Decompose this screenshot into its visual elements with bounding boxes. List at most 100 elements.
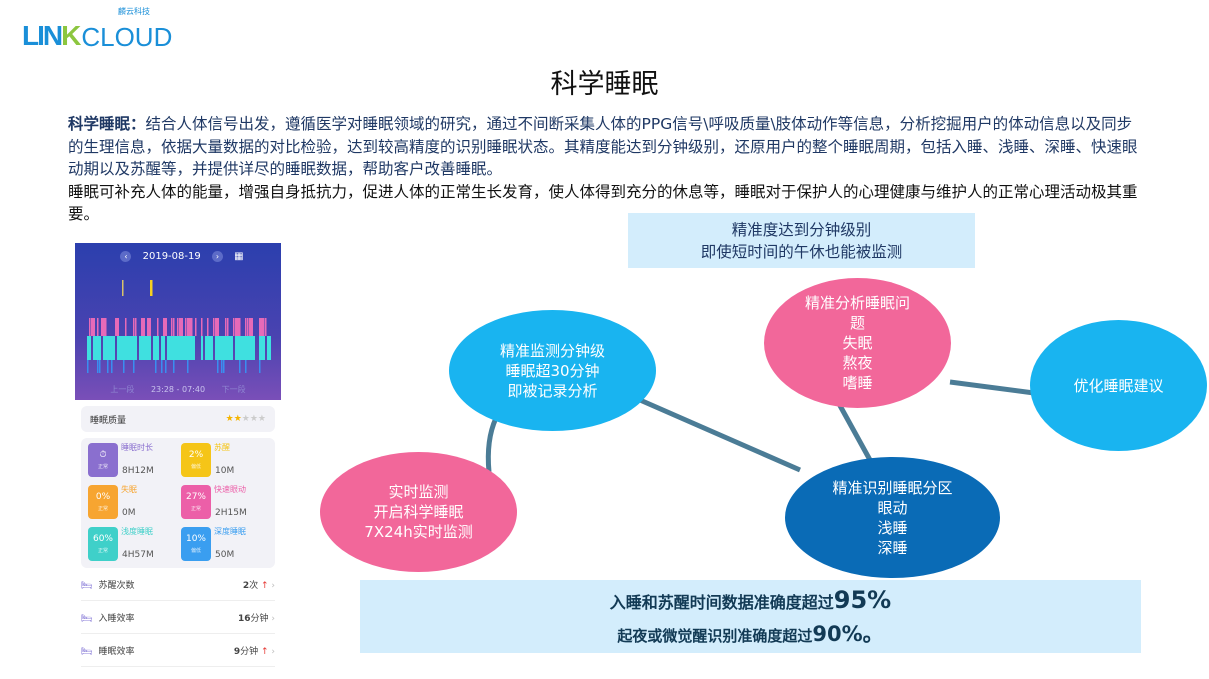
connector-line <box>835 400 873 462</box>
rem-bar <box>177 318 179 336</box>
logo: LINK CLOUD 麟云科技 <box>22 7 173 52</box>
sleep-quality-row[interactable]: 睡眠质量 ★★★★★ <box>81 406 275 432</box>
bubble-line: 睡眠超30分钟 <box>505 361 600 380</box>
prev-segment-button[interactable]: 上一段 <box>110 385 135 394</box>
stat-badge: 60%正常 <box>88 527 118 561</box>
light-sleep-bar <box>163 336 165 360</box>
bubble-line: 精准分析睡眠问 <box>804 294 910 312</box>
stat-status: 正常 <box>97 506 108 512</box>
bubble-line: 浅睡 <box>877 518 908 537</box>
rem-bar <box>105 318 107 336</box>
light-sleep-bar <box>131 336 133 360</box>
rem-bar <box>143 318 145 336</box>
stat-percent: 27% <box>185 492 206 502</box>
light-sleep-bar <box>117 336 119 360</box>
connector-line <box>485 416 499 473</box>
light-sleep-bar <box>145 336 147 360</box>
light-sleep-bar <box>135 336 137 360</box>
stat-name: 浅度睡眠 <box>121 527 153 536</box>
light-sleep-bar <box>247 336 249 360</box>
rem-bar <box>259 318 263 336</box>
deep-sleep-bar <box>97 360 99 373</box>
stat-value: 4H57M <box>122 550 154 560</box>
light-sleep-bar <box>209 336 211 360</box>
chevron-right-icon: › <box>271 580 275 591</box>
sleep-stat-tile[interactable]: 60%正常浅度睡眠 4H57M <box>88 527 175 563</box>
bubble-line: 7X24h实时监测 <box>364 523 473 541</box>
date-label: 2019-08-19 <box>142 251 201 262</box>
next-segment-button[interactable]: 下一段 <box>221 385 246 394</box>
rem-bar <box>237 318 239 336</box>
deep-sleep-bar <box>107 360 109 373</box>
star-icon: ★ <box>225 414 234 424</box>
light-sleep-bar <box>149 336 151 360</box>
bubble-line: 熬夜 <box>842 354 873 372</box>
light-sleep-bar <box>93 336 95 360</box>
bubble-zones: 精准识别睡眠分区眼动浅睡深睡 <box>785 457 1000 578</box>
stat-status: 偏低 <box>190 548 201 554</box>
light-sleep-bar <box>105 336 107 360</box>
star-icon: ★ <box>233 414 242 424</box>
light-sleep-bar <box>245 336 247 360</box>
light-sleep-bar <box>263 336 265 360</box>
arrow-up-icon: ↑ <box>260 580 269 591</box>
deep-sleep-bar <box>173 360 175 373</box>
light-sleep-bar <box>251 336 253 360</box>
metric-unit: 次 <box>249 580 259 591</box>
stat-status: 正常 <box>190 506 201 512</box>
rem-bar <box>233 318 235 336</box>
rem-bar <box>215 318 219 336</box>
light-sleep-bar <box>249 336 251 360</box>
stat-percent: 2% <box>188 450 204 460</box>
accuracy-value-2: 90%。 <box>812 621 884 646</box>
rem-bar <box>263 318 265 336</box>
light-sleep-bar <box>139 336 141 360</box>
metric-label: 苏醒次数 <box>98 580 135 591</box>
rem-bar <box>247 318 249 336</box>
deep-sleep-bar <box>133 360 135 373</box>
star-icon: ★ <box>241 414 250 424</box>
light-sleep-bar <box>231 336 233 360</box>
stat-status: 偏低 <box>190 464 201 470</box>
stat-value: 50M <box>215 550 235 560</box>
logo-text-cloud: CLOUD <box>81 22 173 52</box>
rem-bar <box>239 318 241 336</box>
light-sleep-bar <box>173 336 175 360</box>
next-day-button[interactable]: › <box>211 251 223 262</box>
rem-bar <box>115 318 119 336</box>
light-sleep-bar <box>177 336 179 360</box>
light-sleep-bar <box>123 336 125 360</box>
precision-line-1: 精准度达到分钟级别 <box>731 220 872 239</box>
connector-line <box>949 379 1035 396</box>
bubble-advice: 优化睡眠建议 <box>1030 320 1207 451</box>
deep-sleep-bar <box>187 360 189 373</box>
rem-bar <box>265 318 267 336</box>
rem-bar <box>207 318 209 336</box>
bubble-line: 优化睡眠建议 <box>1073 376 1164 395</box>
connector-line <box>638 397 802 473</box>
rem-bar <box>149 318 151 336</box>
light-sleep-bar <box>235 336 237 360</box>
light-sleep-bar <box>189 336 191 360</box>
deep-sleep-bar <box>259 360 261 373</box>
metric-value: 9 <box>233 646 241 657</box>
calendar-icon[interactable]: ▦ <box>234 251 244 262</box>
rem-bar <box>185 318 187 336</box>
rem-bar <box>135 318 137 336</box>
light-sleep-bar <box>119 336 121 360</box>
intro-lead: 科学睡眠： <box>68 115 146 133</box>
prev-day-button[interactable]: ‹ <box>120 251 132 262</box>
deep-sleep-bar <box>99 360 101 373</box>
light-sleep-bar <box>133 336 135 360</box>
stat-value: 0M <box>122 508 136 518</box>
rem-bar <box>245 318 247 336</box>
